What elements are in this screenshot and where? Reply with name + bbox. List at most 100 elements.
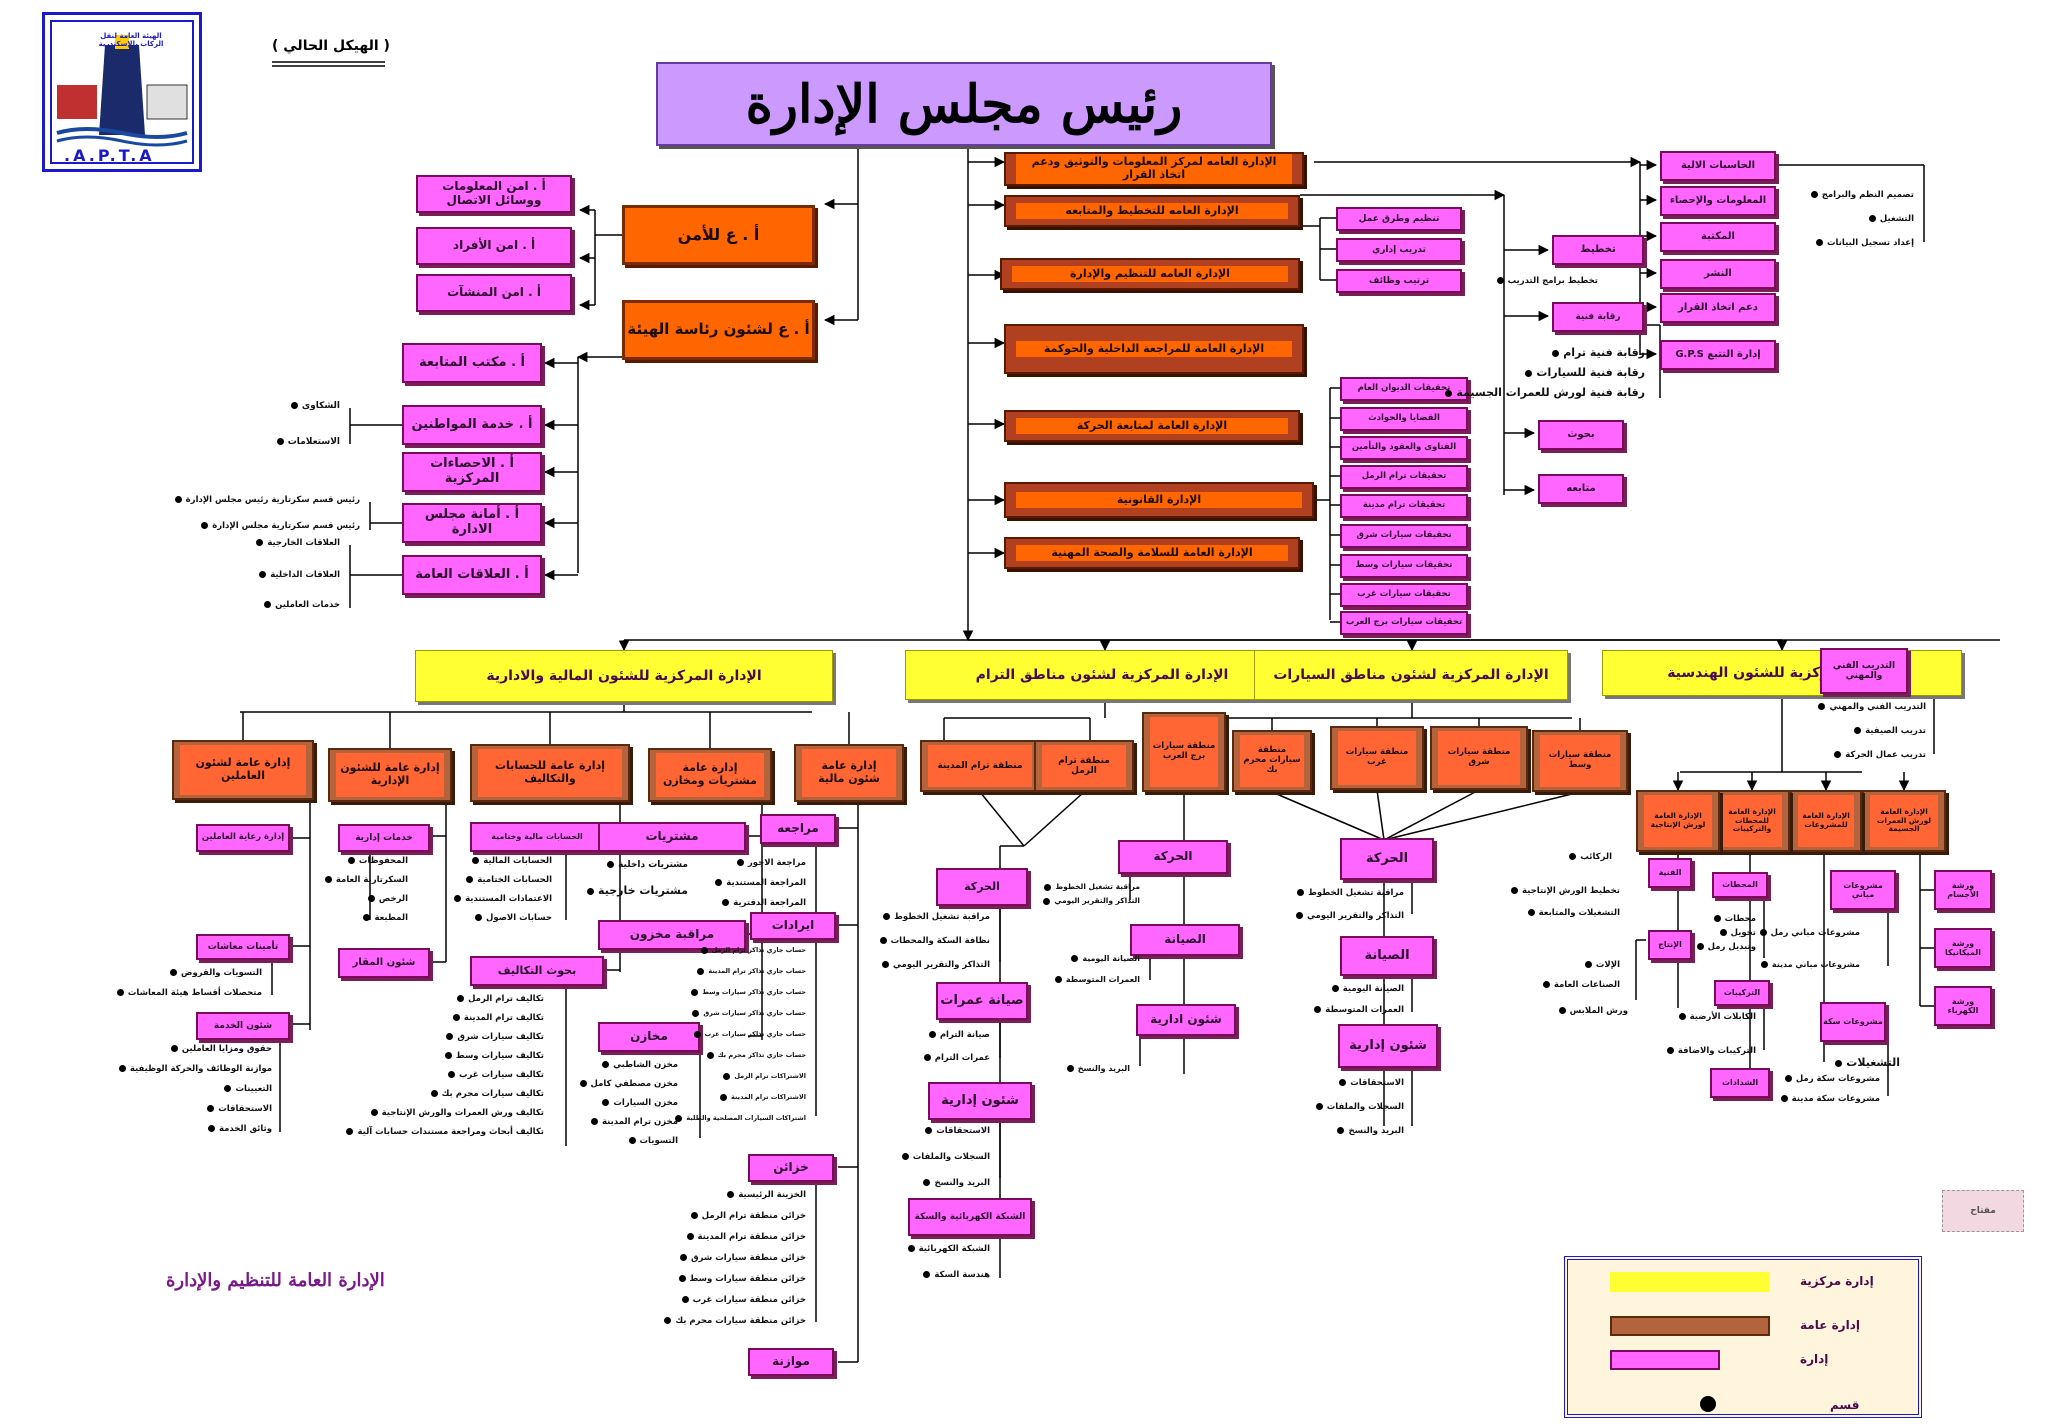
finance-dept: خزائن	[748, 1154, 834, 1182]
legend-general-label: إدارة عامة	[1800, 1318, 1860, 1332]
legend-central-swatch	[1610, 1272, 1770, 1292]
treasury-item: خزائن منطقة ترام الرمل	[691, 1211, 806, 1221]
general-admin: الإدارة العامة لمتابعة الحركة	[1004, 410, 1300, 442]
store-item: مخزن مصطفي كامل	[580, 1079, 678, 1089]
cost-item: تكاليف ترام المدينة	[453, 1013, 544, 1023]
engineering-station-item: وتبديل رمل	[1697, 942, 1756, 952]
accounts-item: الاعتمادات المستندية	[454, 894, 552, 904]
general-admin-label: الإدارة العامه للتنظيم والإدارة	[1012, 265, 1288, 283]
bus-bg-dept: الحركة	[1118, 840, 1228, 874]
security-dept: أ . امن الأفراد	[416, 227, 572, 265]
treasury-item: الخزينة الرئيسية	[727, 1190, 806, 1200]
accounts-dept: الحسابات مالية وختامية	[470, 822, 604, 852]
general-admin-label: الإدارة العامة للسلامة والصحة المهنية	[1016, 544, 1288, 562]
staff-dept: إدارة رعاية العاملين	[196, 824, 290, 852]
cost-item: تكاليف ورش العمرات والورش الإنتاجية	[371, 1108, 544, 1118]
bus-item: البريد والنسخ	[1337, 1126, 1404, 1136]
info-dept: المكتبة	[1660, 222, 1776, 252]
legal-dept: تحقيقات سيارات برج العرب	[1340, 611, 1468, 635]
connector-line	[1376, 789, 1385, 841]
admin-dept: خدمات إدارية	[338, 824, 430, 852]
engineering-prod-dept: الإنتاج	[1648, 930, 1692, 960]
tram-zone: منطقة ترام الرمل	[1034, 740, 1134, 792]
engineering-general-admin-label: الإدارة العامة لورش الإنتاجية	[1644, 795, 1712, 847]
engineering-prod-item: التشغيلات والمتابعة	[1528, 908, 1620, 918]
legend-central-label: إدارة مركزية	[1800, 1274, 1874, 1288]
bus-item: الصيانة اليومية	[1332, 984, 1404, 994]
training-dept: التدريب الفني والمهني	[1820, 648, 1908, 694]
legend-key-tag: مفتاح	[1942, 1190, 2024, 1232]
engineering-station-dept: الشدادات	[1710, 1068, 1770, 1098]
revenue-item: حساب جاري تذاكر ترام الرمل	[701, 946, 806, 954]
info-dept: المعلومات والإحصاء	[1660, 186, 1776, 216]
bus-zone-label: منطقة سيارات شرق	[1438, 731, 1520, 785]
tram-maint-item: عمرات الترام	[924, 1053, 990, 1063]
central-admin-engineering: الإدارة المركزية للشئون الهندسية	[1602, 650, 1962, 696]
planning-dept: تخطيط	[1552, 235, 1644, 265]
engineering-general-admin: الإدارة العامة للمحطات والتركيبات	[1714, 790, 1790, 852]
revenue-item: حساب جاري تذاكر سيارات وسط	[691, 988, 806, 996]
tram-network-item: هندسة السكة	[923, 1270, 990, 1280]
tram-admin-item: السجلات والملفات	[902, 1152, 990, 1162]
legend-section-dot-icon	[1700, 1396, 1716, 1412]
pr-item: خدمات العاملين	[264, 600, 340, 610]
treasury-item: خزائن منطقة سيارات محرم بك	[664, 1316, 806, 1326]
engineering-general-admin-label: الإدارة العامة للمحطات والتركيبات	[1722, 795, 1782, 847]
engineering-prod-item: تخطيط الورش الإنتاجية	[1511, 886, 1620, 896]
revenue-item: اشتراكات السيارات المصلحية والطلبة	[675, 1114, 806, 1122]
info-dept: النشر	[1660, 259, 1776, 289]
tram-dept: الحركة	[936, 868, 1028, 906]
planning-item: تخطيط برامج التدريب	[1497, 276, 1598, 286]
pension-item: التسويات والقروض	[170, 968, 262, 978]
legal-dept: تحقيقات ترام مدينة	[1340, 494, 1468, 518]
cost-item: تكاليف سيارات وسط	[445, 1051, 544, 1061]
bus-dept: الحركة	[1340, 838, 1434, 880]
tram-zone-label: منطقة ترام المدينة	[928, 745, 1032, 787]
org-dept: تنظيم وطرق عمل	[1336, 207, 1462, 231]
legal-dept: تحقيقات ترام الرمل	[1340, 465, 1468, 489]
computer-item: التشغيل	[1869, 214, 1914, 224]
planning-dept: بحوث	[1538, 420, 1624, 450]
training-item: التدريب الفني والمهني	[1818, 702, 1926, 712]
board-item: رئيس قسم سكرتارية مجلس الإدارة	[201, 521, 360, 531]
training-item: تدريب الصيفية	[1854, 726, 1926, 736]
finance-general-admin: إدارة عامة مشتريات ومخازن	[648, 748, 772, 802]
bus-bg-item: الصيانة اليومية	[1071, 954, 1140, 963]
engineering-workshop-dept: ورشة الأجسام	[1934, 870, 1992, 910]
security-general-admin: أ . ع للأمن	[622, 205, 815, 265]
review-item: مراجعة الاجور	[737, 858, 806, 868]
engineering-station-item: تحويل	[1720, 928, 1756, 938]
central-admin-tram: الإدارة المركزية لشئون مناطق الترام	[905, 650, 1299, 700]
engineering-prod-item: ورش الملابس	[1559, 1006, 1628, 1016]
accounts-item: الحسابات المالية	[472, 856, 552, 866]
general-admin: الإدارة العامة للمراجعة الداخلية والحوكم…	[1004, 324, 1304, 374]
info-dept: إدارة التتبع G.P.S	[1660, 340, 1776, 370]
tram-admin-item: الاستحقاقات	[925, 1126, 990, 1136]
pension-item: متحصلات أقساط هيئة المعاشات	[117, 988, 262, 998]
general-admin-label: الإدارة العامه للتخطيط والمتابعه	[1016, 202, 1288, 220]
bus-zone-label: منطقة سيارات وسط	[1540, 735, 1620, 787]
tram-movement-item: مراقبة تشغيل الخطوط	[883, 912, 990, 922]
tram-movement-item: نظافة السكة والمحطات	[880, 936, 990, 946]
bus-zone: منطقة سيارات شرق	[1430, 726, 1528, 790]
finance-dept: موازنة	[748, 1348, 834, 1376]
info-dept: الحاسبات الالية	[1660, 151, 1776, 181]
cost-item: تكاليف سيارات غرب	[448, 1070, 544, 1080]
legend-section-label: قسم	[1830, 1398, 1860, 1412]
bus-item: الاستحقاقات	[1339, 1078, 1404, 1088]
engineering-project-item: مشروعات سكة رمل	[1785, 1074, 1880, 1084]
board-item: رئيس قسم سكرتارية رئيس مجلس الإدارة	[175, 495, 360, 505]
legend-dept-label: إدارة	[1800, 1352, 1829, 1366]
purchase-item: مشتريات خارجية	[587, 884, 688, 897]
admin-item: المطبعة	[363, 913, 408, 923]
bus-item: العمرات المتوسطة	[1314, 1005, 1404, 1015]
general-admin-label: الإدارة العامة للمراجعة الداخلية والحوكم…	[1016, 340, 1292, 358]
engineering-project-dept: مشروعات سكة	[1820, 1002, 1886, 1042]
engineering-project-item: مشروعات مباني مدينة	[1761, 960, 1860, 969]
accounts-dept: بحوث التكاليف	[470, 956, 604, 986]
connector-line	[1383, 791, 1581, 841]
presidency-dept: أ . أمانة مجلس الادارة	[402, 503, 542, 543]
tram-maint-item: صيانة الترام	[929, 1030, 990, 1040]
service-item: التعيينات	[224, 1084, 272, 1094]
general-admin-label: الإدارة القانونية	[1016, 491, 1302, 509]
